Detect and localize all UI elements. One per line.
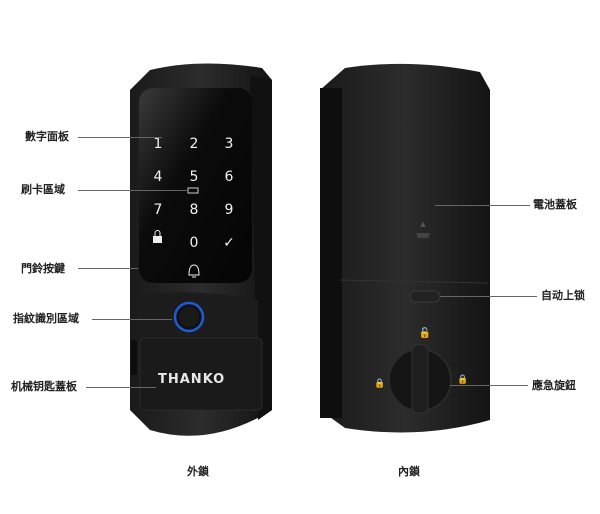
label-fingerprint: 指紋識別區域 bbox=[13, 312, 79, 325]
label-keypad: 數字面板 bbox=[25, 130, 69, 143]
label-auto-lock: 自动上锁 bbox=[541, 289, 585, 302]
auto-lock-button bbox=[409, 290, 441, 303]
svg-text:🔓: 🔓 bbox=[419, 326, 431, 339]
svg-text:🔒: 🔒 bbox=[457, 374, 468, 385]
label-battery-cover: 電池蓋板 bbox=[533, 198, 577, 211]
keypad-key[interactable]: 5 bbox=[190, 169, 199, 185]
keypad-key[interactable]: 7 bbox=[154, 202, 163, 218]
card-icon bbox=[187, 187, 199, 194]
label-doorbell: 門鈴按鍵 bbox=[21, 262, 65, 275]
lock-icon bbox=[153, 236, 162, 243]
svg-text:🔒: 🔒 bbox=[374, 378, 385, 389]
keypad-key[interactable]: 2 bbox=[190, 136, 199, 152]
front-lock: 1 2 3 4 5 6 7 8 9 0 ✓ bbox=[130, 63, 272, 436]
keypad-key[interactable]: 3 bbox=[225, 136, 234, 152]
keypad-key[interactable]: 4 bbox=[154, 169, 163, 185]
keypad-screen[interactable] bbox=[139, 88, 252, 283]
keypad-key[interactable]: 6 bbox=[225, 169, 234, 185]
key-cover bbox=[139, 337, 263, 411]
label-card-area: 刷卡區域 bbox=[21, 183, 65, 196]
caption-front: 外鎖 bbox=[187, 465, 209, 478]
keypad-key[interactable]: 9 bbox=[225, 202, 234, 218]
svg-text:▲: ▲ bbox=[420, 220, 426, 228]
keypad-key[interactable]: 1 bbox=[154, 136, 163, 152]
bell-icon bbox=[188, 264, 200, 278]
keypad-key[interactable]: 8 bbox=[190, 202, 199, 218]
keypad-key[interactable]: 0 bbox=[190, 235, 199, 251]
svg-text:✓: ✓ bbox=[223, 235, 235, 251]
caption-back: 內鎖 bbox=[398, 465, 420, 478]
brand-logo: THANKO bbox=[158, 372, 226, 387]
back-lock: ▲ 🔓 🔒 🔒 bbox=[320, 63, 490, 433]
label-key-cover: 机械钥匙蓋板 bbox=[11, 380, 77, 393]
label-emergency-knob: 應急旋鈕 bbox=[532, 379, 576, 392]
keypad-digits: 1 2 3 4 5 6 7 8 9 0 ✓ bbox=[153, 136, 235, 278]
